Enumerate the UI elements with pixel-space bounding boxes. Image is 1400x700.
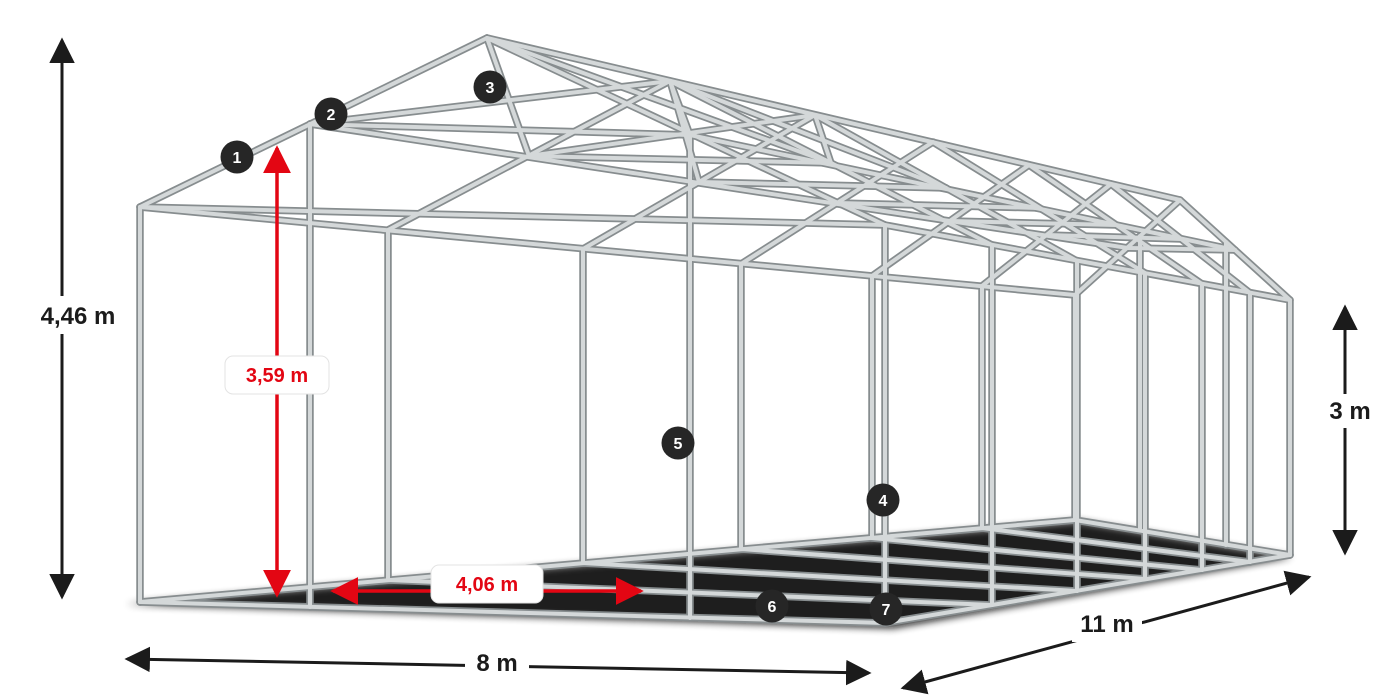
dimension-total-height: 4,46 m: [28, 37, 130, 600]
part-marker-1-number: 1: [233, 150, 242, 167]
total-height-label: 4,46 m: [41, 303, 116, 330]
dimension-length: 11 m: [900, 570, 1312, 695]
part-marker-5-badge: [661, 426, 695, 460]
part-marker-7-badge: [869, 592, 903, 626]
part-marker-7: 7: [869, 592, 903, 626]
part-marker-5-number: 5: [674, 436, 683, 453]
part-marker-4-number: 4: [879, 493, 888, 510]
side-height-label: 3 m: [1329, 398, 1370, 425]
part-marker-5: 5: [661, 426, 695, 460]
part-marker-7-number: 7: [882, 602, 891, 619]
width-label: 8 m: [476, 650, 517, 677]
width-label-mask: [465, 644, 529, 680]
side-height-label-mask: [1318, 394, 1384, 428]
total-height-label-mask: [28, 296, 130, 334]
dimension-side-height: 3 m: [1318, 304, 1384, 556]
entrance-width-label: 4,06 m: [456, 574, 518, 596]
entrance-width-label-box: [430, 564, 544, 604]
length-label-mask: [1072, 604, 1142, 642]
part-marker-3-number: 3: [486, 80, 495, 97]
inner-height-label-box: [224, 355, 330, 395]
part-marker-6-badge: [755, 589, 789, 623]
part-marker-4: 4: [866, 483, 900, 517]
part-marker-2-number: 2: [327, 107, 336, 124]
part-marker-2-badge: [314, 97, 348, 131]
dimension-inner-height: 3,59 m: [224, 145, 330, 598]
part-marker-1: 1: [220, 140, 254, 174]
part-marker-3-badge: [473, 70, 507, 104]
length-label: 11 m: [1080, 611, 1133, 638]
part-marker-1-badge: [220, 140, 254, 174]
part-marker-2: 2: [314, 97, 348, 131]
part-marker-6-number: 6: [768, 599, 777, 616]
part-marker-6: 6: [755, 589, 789, 623]
dimension-width: 8 m: [124, 644, 872, 686]
part-marker-4-badge: [866, 483, 900, 517]
part-marker-3: 3: [473, 70, 507, 104]
dimension-entrance-width: 4,06 m: [330, 564, 644, 605]
inner-height-label: 3,59 m: [246, 365, 308, 387]
